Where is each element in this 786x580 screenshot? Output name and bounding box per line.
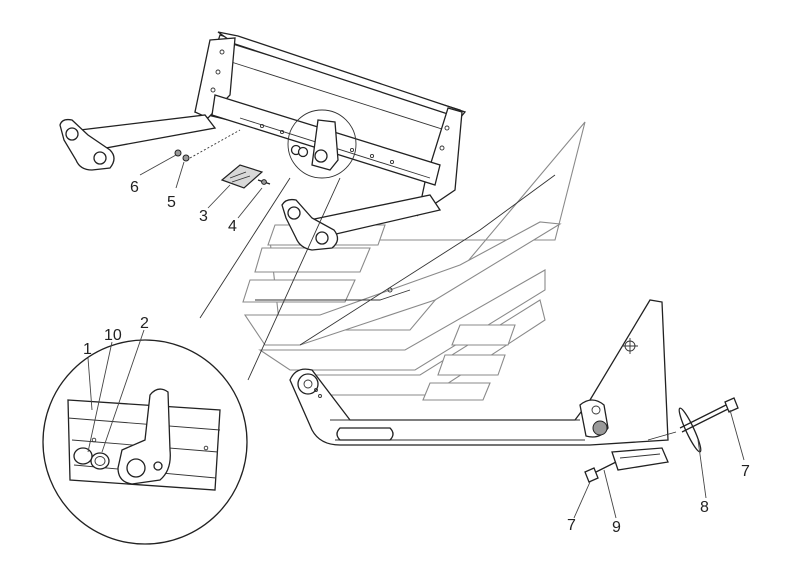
callout-8: 8 <box>700 499 709 516</box>
callout-1: 1 <box>83 341 92 358</box>
callout-9: 9 <box>612 519 621 536</box>
callout-labels: 6 5 3 4 1 10 2 7 9 8 7 <box>83 179 750 536</box>
lower-leaders <box>573 409 745 519</box>
callout-3: 3 <box>199 208 208 225</box>
callout-4: 4 <box>228 218 237 235</box>
callout-2: 2 <box>140 315 149 332</box>
upper-leaders <box>139 154 263 219</box>
callout-7-left: 7 <box>567 517 576 534</box>
callout-5: 5 <box>167 194 176 211</box>
callout-7-right: 7 <box>741 463 750 480</box>
callout-10: 10 <box>104 327 122 344</box>
detail-zoom <box>42 177 341 545</box>
small-parts <box>174 129 271 189</box>
linkage-arm <box>289 287 677 471</box>
callout-6: 6 <box>130 179 139 196</box>
hardware <box>584 397 739 483</box>
blade-assembly <box>59 31 467 251</box>
